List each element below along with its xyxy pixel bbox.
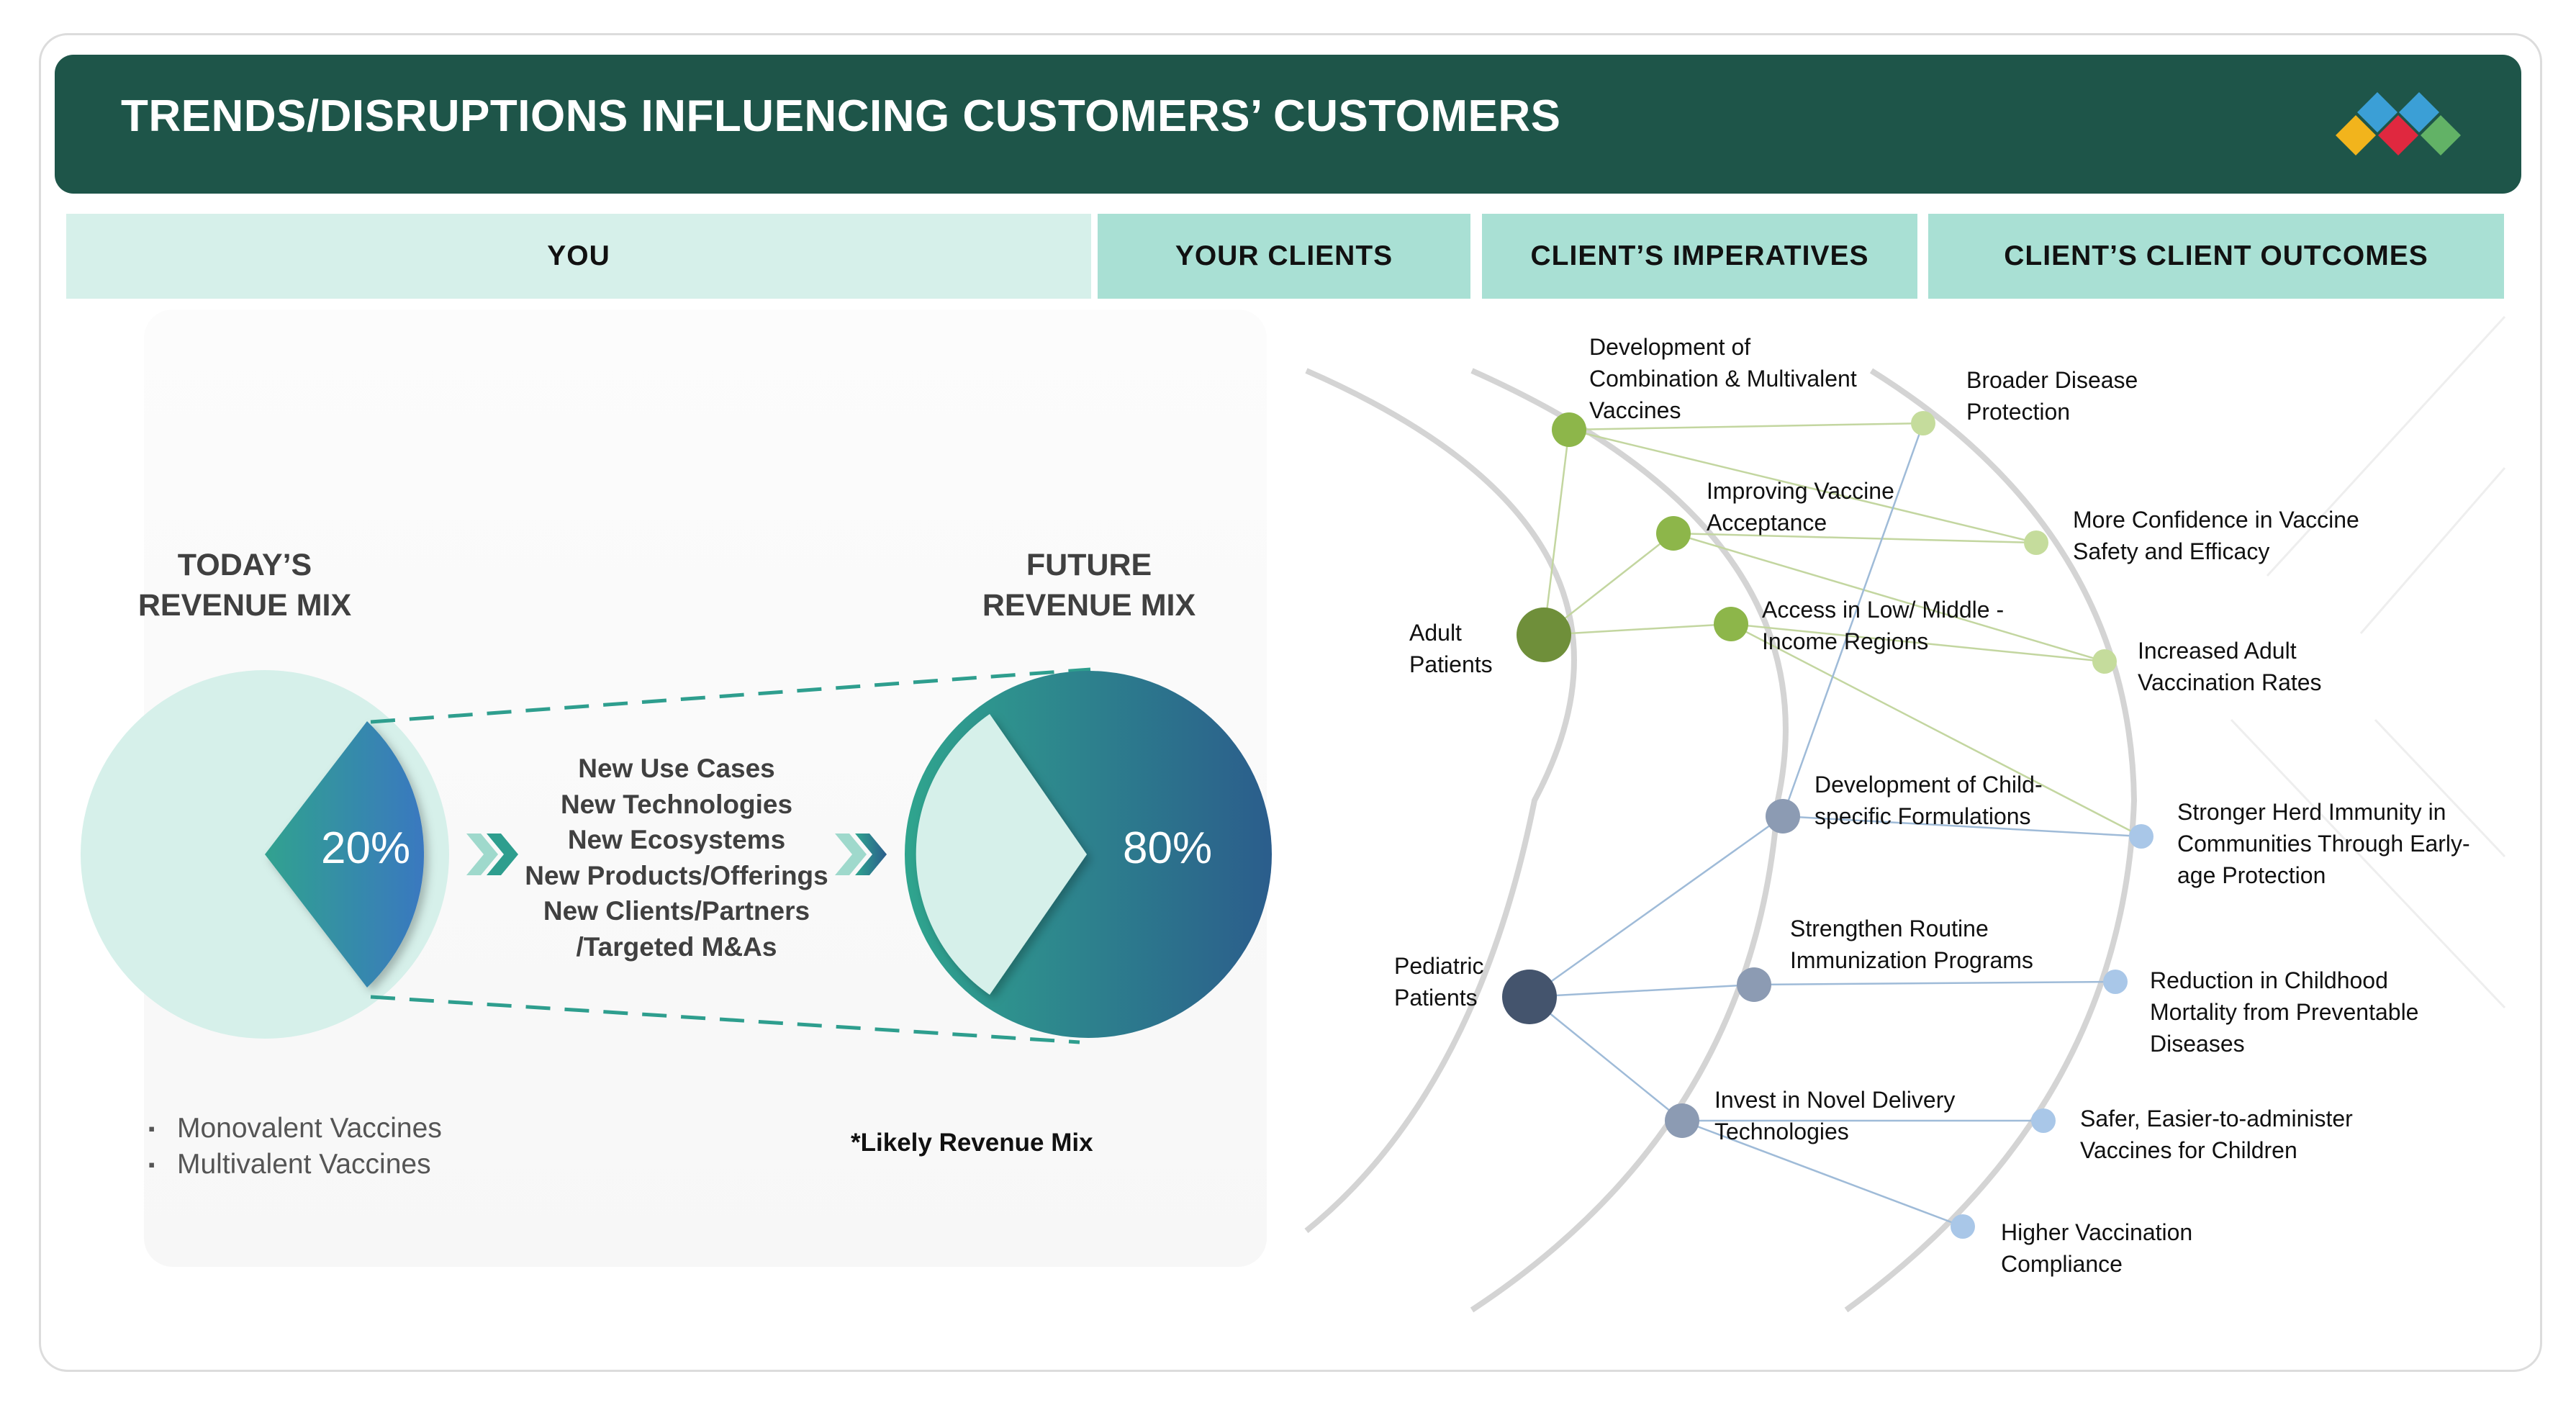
future-remaining-segment xyxy=(916,714,1087,995)
node-imperative-novel-delivery xyxy=(1665,1103,1699,1138)
outcome-label: Reduction in Childhood Mortality from Pr… xyxy=(2150,967,2419,1057)
outcome-label: Increased Adult Vaccination Rates xyxy=(2138,638,2322,695)
future-revenue-label: FUTURE REVENUE MIX xyxy=(945,545,1233,625)
growth-driver: New Clients/Partners xyxy=(543,896,810,926)
header-banner: TRENDS/DISRUPTIONS INFLUENCING CUSTOMERS… xyxy=(55,55,2521,194)
column-header-your-clients: YOUR CLIENTS xyxy=(1098,214,1470,299)
outcome-label: More Confidence in Vaccine Safety and Ef… xyxy=(2073,507,2359,564)
segment-item: Multivalent Vaccines xyxy=(148,1147,442,1183)
chevron-arrows-icon xyxy=(466,834,518,875)
node-outcome-broader-protection xyxy=(1911,411,1935,435)
segment-list: Monovalent Vaccines Multivalent Vaccines xyxy=(148,1111,442,1183)
today-share-segment xyxy=(265,721,425,988)
node-outcome-compliance xyxy=(1951,1214,1975,1239)
chevron-arrows-icon xyxy=(835,834,887,875)
column-header-you: YOU xyxy=(66,214,1091,299)
node-outcome-confidence xyxy=(2024,530,2048,555)
background-pattern xyxy=(2230,315,2506,1009)
imperative-label: Improving Vaccine Acceptance xyxy=(1707,478,1894,536)
today-share-value: 20% xyxy=(321,823,411,873)
zoom-connector-top xyxy=(370,667,1091,724)
column-header-clients-client-outcomes: CLIENT’S CLIENT OUTCOMES xyxy=(1928,214,2504,299)
node-pediatric-patients xyxy=(1502,970,1557,1024)
outcome-label: Stronger Herd Immunity in Communities Th… xyxy=(2177,799,2470,888)
imperative-label: Invest in Novel Delivery Technologies xyxy=(1714,1087,1956,1144)
node-outcome-herd-immunity xyxy=(2129,824,2154,849)
node-outcome-mortality xyxy=(2103,970,2128,994)
node-outcome-safer-vaccines xyxy=(2031,1108,2056,1133)
pediatric-links xyxy=(1529,423,2142,1228)
growth-driver: New Technologies xyxy=(560,789,793,819)
outcome-label: Broader Disease Protection xyxy=(1966,367,2138,425)
node-imperative-child-formulations xyxy=(1766,799,1800,834)
growth-driver: New Use Cases xyxy=(578,754,775,783)
node-outcome-adult-rates xyxy=(2092,649,2117,674)
colored-diamonds-logo-icon xyxy=(2336,92,2461,155)
today-revenue-label-line2: REVENUE MIX xyxy=(137,588,352,623)
imperative-label: Development of Combination & Multivalent… xyxy=(1589,334,1857,423)
growth-driver: New Ecosystems xyxy=(567,825,786,854)
growth-driver: /Targeted M&As xyxy=(576,931,777,962)
node-imperative-access xyxy=(1714,607,1748,641)
growth-drivers-list: New Use Cases New Technologies New Ecosy… xyxy=(504,751,849,965)
column-header-clients-imperatives: CLIENT’S IMPERATIVES xyxy=(1482,214,1917,299)
today-revenue-label-line1: TODAY’S xyxy=(177,548,312,582)
node-adult-patients xyxy=(1517,607,1571,662)
adult-links xyxy=(1542,422,2142,838)
segment-item: Monovalent Vaccines xyxy=(148,1111,442,1147)
node-imperative-combination xyxy=(1552,412,1586,447)
slide-frame xyxy=(39,33,2542,1372)
likely-revenue-note: *Likely Revenue Mix xyxy=(851,1129,1093,1157)
node-imperative-routine-immunization xyxy=(1737,967,1771,1002)
future-share-value: 80% xyxy=(1123,823,1213,873)
outcome-label: Higher Vaccination Compliance xyxy=(2001,1219,2193,1277)
zoom-connector-bottom xyxy=(370,995,1080,1044)
imperative-label: Development of Child-specific Formulatio… xyxy=(1815,772,2043,829)
outcome-label: Safer, Easier-to-administer Vaccines for… xyxy=(2080,1106,2353,1163)
client-label-pediatric: Pediatric Patients xyxy=(1394,953,1484,1011)
node-imperative-acceptance xyxy=(1656,516,1691,551)
growth-driver: New Products/Offerings xyxy=(525,860,828,890)
future-revenue-label-line1: FUTURE xyxy=(1026,548,1152,582)
imperative-label: Strengthen Routine Immunization Programs xyxy=(1790,916,2033,973)
page-title: TRENDS/DISRUPTIONS INFLUENCING CUSTOMERS… xyxy=(121,91,1561,141)
imperative-label: Access in Low/ Middle -Income Regions xyxy=(1762,597,2005,654)
today-revenue-label: TODAY’S REVENUE MIX xyxy=(101,545,389,625)
future-revenue-label-line2: REVENUE MIX xyxy=(982,588,1196,623)
client-label-adult: Adult Patients xyxy=(1409,620,1493,677)
